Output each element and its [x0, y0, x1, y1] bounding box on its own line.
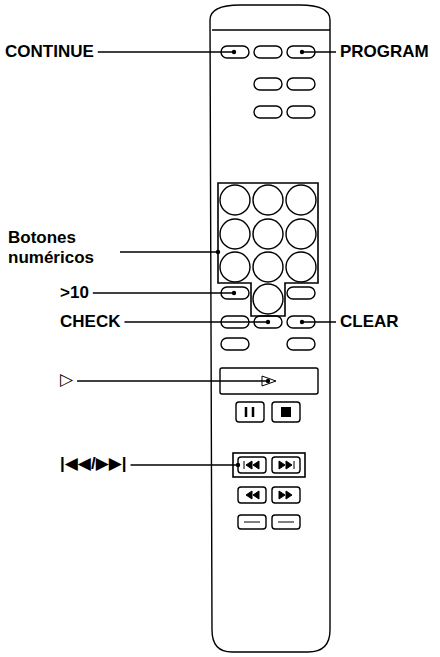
- over-ten-label: >10: [60, 283, 89, 303]
- number-buttons-label: Botones numéricos: [8, 228, 116, 267]
- leader-line: [93, 292, 234, 293]
- continue-label: CONTINUE: [5, 42, 94, 62]
- leader-line: [124, 321, 268, 322]
- leader-line: [131, 464, 238, 465]
- check-label: CHECK: [60, 312, 120, 332]
- leader-dot: [236, 463, 240, 467]
- program-label: PROGRAM: [340, 42, 429, 62]
- leader-dot: [266, 379, 270, 383]
- leader-dot: [300, 320, 304, 324]
- leader-line: [302, 51, 336, 52]
- leader-dot: [216, 250, 220, 254]
- leader-dot: [232, 291, 236, 295]
- clear-label: CLEAR: [340, 312, 399, 332]
- leader-line: [98, 51, 234, 52]
- play-label: ▷: [60, 370, 73, 390]
- leader-line: [302, 321, 336, 322]
- leader-dot: [232, 50, 236, 54]
- leader-dot: [266, 320, 270, 324]
- leader-line: [120, 251, 218, 252]
- leader-line: [77, 380, 268, 381]
- leader-dot: [300, 50, 304, 54]
- skip-label: |◀◀/▶▶|: [60, 454, 127, 474]
